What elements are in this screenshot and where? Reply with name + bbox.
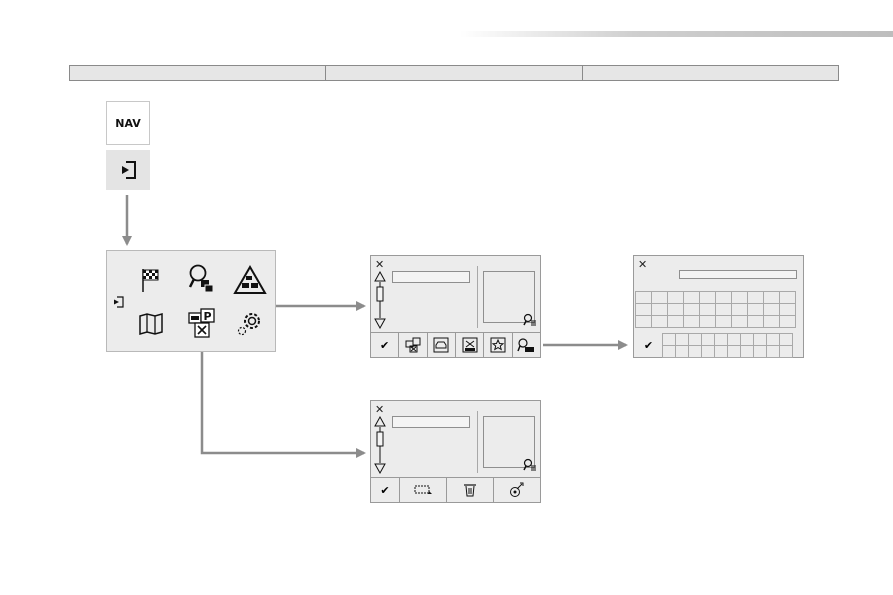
delete-button[interactable] — [447, 478, 494, 502]
arrow-poi-to-list2 — [200, 336, 366, 458]
search-result-field[interactable] — [392, 271, 470, 283]
search-poi-icon[interactable] — [187, 263, 217, 295]
header-gradient-bar — [460, 31, 893, 37]
section-tab-strip — [69, 65, 839, 81]
stored-result-field[interactable] — [392, 416, 470, 428]
search-list-icon[interactable] — [523, 313, 537, 327]
confirm-button[interactable]: ✔ — [371, 333, 400, 357]
close-icon[interactable]: ✕ — [375, 403, 385, 416]
search-list-toolbar: ✔ — [371, 332, 540, 357]
usb-export-button[interactable] — [494, 478, 540, 502]
map-icon[interactable] — [137, 311, 165, 337]
scrollbar[interactable] — [374, 271, 386, 329]
confirm-button[interactable]: ✔ — [371, 478, 400, 502]
confirm-check-icon: ✔ — [380, 338, 390, 352]
stored-list-toolbar: ✔ — [371, 477, 540, 502]
confirm-check-icon: ✔ — [380, 483, 390, 497]
tab-cell-1 — [70, 66, 327, 80]
checkered-flag-icon[interactable] — [139, 266, 161, 294]
keyboard-confirm-button[interactable]: ✔ — [635, 333, 662, 357]
search-abc-icon — [517, 338, 535, 352]
keyboard-bottom-keys[interactable] — [662, 333, 793, 358]
usb-icon — [510, 482, 524, 497]
favorite-star-icon — [490, 337, 506, 353]
search-list-icon[interactable] — [523, 458, 537, 472]
keyboard-screen: ✕ ✔ — [633, 255, 804, 358]
map-preview — [483, 271, 536, 326]
close-icon[interactable]: ✕ — [638, 258, 648, 271]
enter-button[interactable] — [106, 150, 150, 190]
divider — [477, 411, 478, 473]
poi-button[interactable] — [399, 333, 428, 357]
car-icon — [433, 337, 449, 353]
poi-parking-settings-icon[interactable]: P — [187, 307, 217, 339]
search-list-screen: ✕ ✔ — [370, 255, 541, 358]
keyboard-keys[interactable] — [635, 291, 796, 328]
traffic-icon[interactable] — [233, 264, 267, 296]
divider — [477, 266, 478, 328]
svg-text:P: P — [204, 310, 212, 323]
scrollbar[interactable] — [374, 416, 386, 474]
stored-list-screen: ✕ ✔ — [370, 400, 541, 503]
select-area-icon — [414, 485, 432, 494]
vehicle-button[interactable] — [428, 333, 456, 357]
picture-icon — [462, 337, 478, 353]
map-preview — [483, 416, 536, 471]
tab-cell-2 — [326, 66, 583, 80]
search-abc-button[interactable] — [513, 333, 540, 357]
favorites-button[interactable] — [484, 333, 513, 357]
trash-icon — [464, 484, 476, 497]
close-icon[interactable]: ✕ — [375, 258, 385, 271]
nav-button-label: NAV — [115, 116, 141, 130]
enter-icon[interactable] — [111, 295, 125, 309]
keyboard-input-field[interactable] — [679, 270, 797, 279]
enter-icon — [122, 161, 136, 179]
navigation-menu-panel: P — [106, 250, 276, 352]
nav-button[interactable]: NAV — [106, 101, 150, 145]
confirm-check-icon: ✔ — [643, 338, 654, 352]
poi-icon — [405, 337, 421, 353]
settings-gear-icon[interactable] — [235, 309, 265, 337]
select-area-button[interactable] — [400, 478, 447, 502]
picture-button[interactable] — [456, 333, 485, 357]
